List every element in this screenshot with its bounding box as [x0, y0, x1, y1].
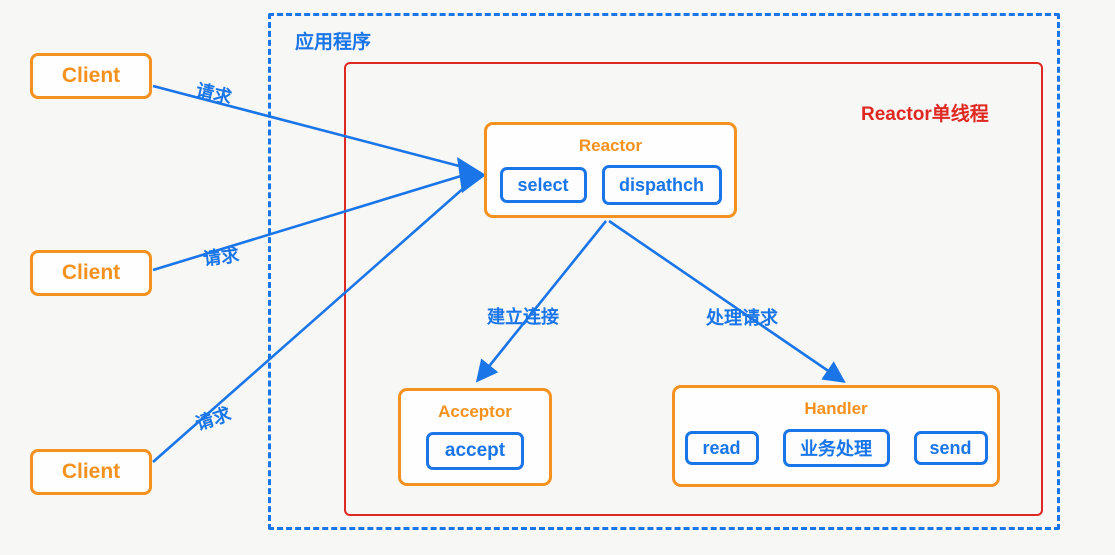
request-label-1: 请求 — [193, 80, 234, 108]
send-op-box: send — [913, 431, 988, 465]
accept-op-box: accept — [426, 432, 524, 470]
reactor-title: Reactor — [578, 136, 643, 155]
client-node-3: Client — [30, 449, 152, 495]
establish-connection-label: 建立连接 — [487, 307, 559, 327]
dispatch-op-box: dispathch — [601, 165, 722, 205]
request-label-2: 请求 — [202, 244, 241, 270]
request-label-3: 请求 — [193, 403, 234, 435]
acceptor-ops: accept — [426, 432, 524, 470]
acceptor-title: Acceptor — [438, 402, 512, 421]
client-label: Client — [61, 64, 121, 87]
application-label: 应用程序 — [295, 32, 372, 53]
client-node-2: Client — [30, 250, 152, 296]
business-op-box: 业务处理 — [782, 429, 890, 467]
reactor-ops: select dispathch — [499, 165, 722, 205]
handler-node: Handler read 业务处理 send — [672, 385, 1000, 487]
reactor-node: Reactor select dispathch — [484, 122, 737, 218]
client-label: Client — [61, 261, 121, 284]
acceptor-node: Acceptor accept — [398, 388, 552, 486]
handler-ops: read 业务处理 send — [684, 429, 988, 467]
select-op-box: select — [499, 167, 587, 203]
handle-request-label: 处理请求 — [706, 308, 778, 328]
client-node-1: Client — [30, 53, 152, 99]
reactor-thread-label: Reactor单线程 — [861, 104, 989, 125]
handler-title: Handler — [804, 399, 868, 418]
read-op-box: read — [684, 431, 759, 465]
client-label: Client — [61, 460, 121, 483]
